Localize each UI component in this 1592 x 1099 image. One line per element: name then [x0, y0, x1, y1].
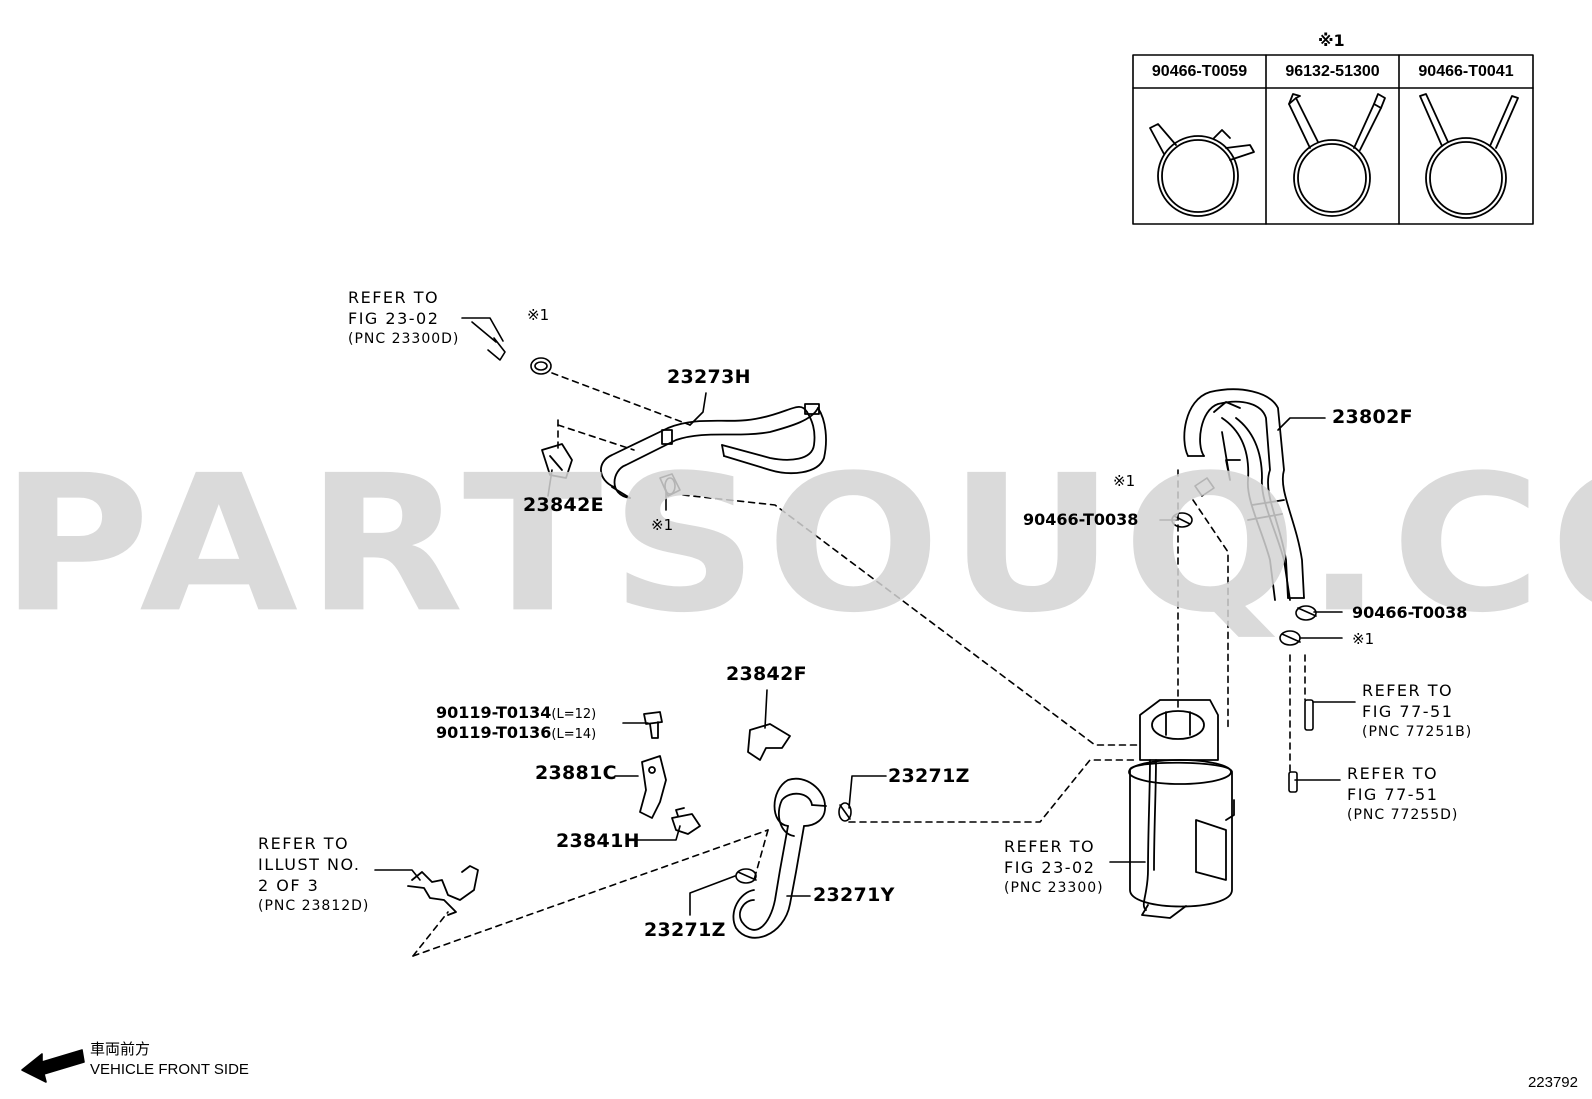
legend-part-1: 90466-T0059 [1151, 63, 1248, 80]
reference-line: FIG 77-51 [1362, 702, 1454, 721]
reference-line: REFER TO [1362, 681, 1454, 700]
reference-line: REFER TO [348, 288, 440, 307]
callout-23841h: 23841H [556, 830, 640, 852]
reference-line: FIG 23-02 [348, 309, 440, 328]
reference-line: REFER TO [258, 834, 350, 853]
clamp-icon [1419, 93, 1519, 219]
callout-90119-t0136: 90119-T0136(L=14) [436, 723, 596, 742]
legend-part-2: 96132-51300 [1285, 63, 1380, 80]
clip-23842f-icon [747, 723, 791, 761]
callout-23802f: 23802F [1332, 406, 1413, 428]
reference-line: ILLUST NO. [258, 855, 361, 874]
callout-23842e: 23842E [523, 494, 604, 516]
bolt-part-number: 90119-T0134 [436, 703, 552, 722]
clip-23841h-icon [671, 807, 701, 835]
pipe-stub-icon [1288, 771, 1298, 793]
figure-id: 223792 [1527, 1074, 1578, 1091]
mark-note: ※1 [651, 516, 674, 534]
clamp-icon [1295, 605, 1317, 621]
charcoal-canister-icon [1128, 699, 1235, 919]
reference-line: FIG 23-02 [1004, 858, 1096, 877]
vehicle-front-en: VEHICLE FRONT SIDE [90, 1061, 249, 1078]
clamp-icon [1279, 630, 1301, 646]
clamp-icon [1149, 123, 1255, 217]
watermark: PARTSOUQ.COM [0, 435, 1592, 655]
pipe-23812d-icon [407, 865, 479, 916]
reference-line: 2 OF 3 [258, 876, 320, 895]
reference-note-23300: REFER TO FIG 23-02 (PNC 23300) [1004, 836, 1104, 899]
reference-note-23300d: REFER TO FIG 23-02 (PNC 23300D) [348, 287, 459, 350]
hose-23273h [600, 403, 827, 499]
reference-pnc: (PNC 77255D) [1347, 807, 1459, 823]
callout-23271z-lower: 23271Z [644, 919, 726, 941]
callout-23273h: 23273H [667, 366, 751, 388]
clamp-icon [530, 357, 552, 375]
vehicle-front-label: 車両前方 VEHICLE FRONT SIDE [90, 1040, 249, 1080]
legend-table [1132, 54, 1534, 225]
bolt-length: (L=14) [551, 727, 597, 742]
callout-23881c: 23881C [535, 762, 617, 784]
clamp-icon [838, 802, 852, 822]
bolt-icon [643, 711, 663, 739]
bolt-length: (L=12) [551, 707, 597, 722]
clamp-icon [659, 473, 681, 497]
reference-note-77255d: REFER TO FIG 77-51 (PNC 77255D) [1347, 763, 1458, 826]
reference-pnc: (PNC 23300) [1004, 880, 1104, 896]
clip-23842e-icon [541, 443, 573, 479]
reference-pnc: (PNC 77251B) [1362, 724, 1473, 740]
pipe-stub-icon [471, 321, 506, 361]
reference-line: REFER TO [1347, 764, 1439, 783]
mark-note: ※1 [1352, 630, 1375, 648]
bolt-part-number: 90119-T0136 [436, 723, 552, 742]
mark-note: ※1 [527, 306, 550, 324]
reference-note-23812d: REFER TO ILLUST NO. 2 OF 3 (PNC 23812D) [258, 833, 369, 917]
callout-23842f: 23842F [726, 663, 807, 685]
vehicle-front-jp: 車両前方 [90, 1041, 151, 1058]
reference-note-77251b: REFER TO FIG 77-51 (PNC 77251B) [1362, 680, 1472, 743]
clamp-icon [1288, 93, 1386, 217]
arrow-left-icon [21, 1049, 85, 1083]
clamp-icon [1171, 512, 1193, 528]
reference-line: REFER TO [1004, 837, 1096, 856]
callout-23271z-upper: 23271Z [888, 765, 970, 787]
callout-90466-t0038-upper: 90466-T0038 [1023, 510, 1139, 529]
hose-23271y-icon [732, 777, 827, 939]
clamp-icon [1194, 477, 1215, 497]
clamp-icon [735, 868, 757, 884]
bracket-23881c-icon [639, 755, 667, 819]
legend-mark: ※1 [1318, 31, 1345, 50]
callout-90119-t0134: 90119-T0134(L=12) [436, 703, 596, 722]
legend-part-3: 90466-T0041 [1418, 63, 1514, 80]
reference-pnc: (PNC 23812D) [258, 898, 370, 914]
reference-line: FIG 77-51 [1347, 785, 1439, 804]
legend-headers: 90466-T0059 96132-51300 90466-T0041 [1133, 55, 1533, 224]
callout-23271y: 23271Y [813, 884, 895, 906]
callout-90466-t0038-lower: 90466-T0038 [1352, 603, 1468, 622]
mark-note: ※1 [1113, 472, 1136, 490]
pipe-stub-icon [1304, 699, 1314, 731]
reference-pnc: (PNC 23300D) [348, 331, 460, 347]
hose-23802f-icon [1183, 388, 1305, 601]
dashed-leaders [412, 372, 1306, 957]
